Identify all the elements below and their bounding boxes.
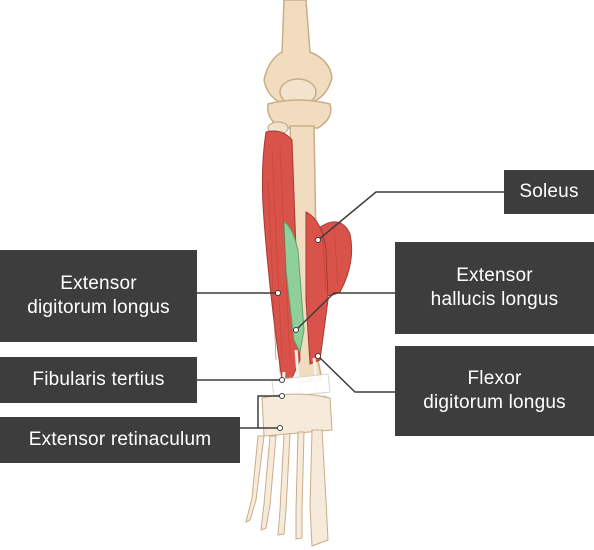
muscle-fiber-lines [267,147,339,361]
label-edl-line2: digitorum longus [27,297,170,318]
leader-soleus [317,191,504,241]
label-ret-text: Extensor retinaculum [28,429,212,450]
label-flexor-digitorum-longus: Flexor digitorum longus [395,346,594,436]
label-ehl-line1: Extensor [456,265,533,286]
foot-bones [245,393,333,547]
extensor-digitorum-longus-muscle [261,130,301,381]
tibia-head [267,99,332,129]
extensor-hallucis-longus-muscle [283,221,305,354]
leader-ret [240,395,282,429]
label-extensor-digitorum-longus: Extensor digitorum longus [0,250,197,342]
leader-ehl [295,292,395,331]
label-extensor-hallucis-longus: Extensor hallucis longus [395,242,594,334]
label-soleus-text: Soleus [519,181,579,202]
label-fdl-line1: Flexor [467,368,522,389]
label-fdl-line2: digitorum longus [423,392,566,413]
label-extensor-retinaculum: Extensor retinaculum [0,417,240,463]
label-ehl-line2: hallucis longus [430,289,559,310]
label-edl-line1: Extensor [60,273,137,294]
label-soleus: Soleus [504,170,594,214]
leader-fdl [317,355,395,393]
label-fib-text: Fibularis tertius [32,369,165,390]
leader-end-dots [275,237,321,431]
label-fibularis-tertius: Fibularis tertius [0,357,197,403]
leader-lines [197,191,504,429]
